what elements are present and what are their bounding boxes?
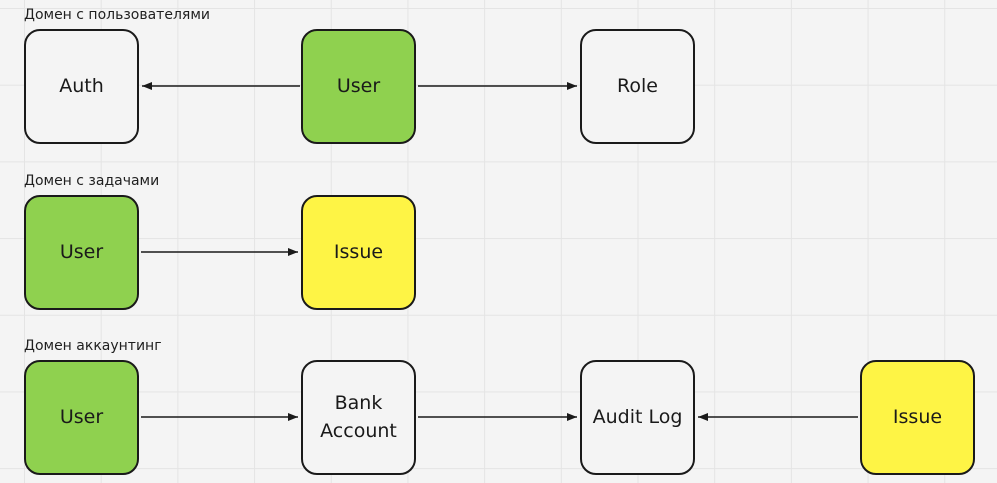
node-label: Issue [892,405,943,428]
node-role[interactable]: Role [580,29,695,144]
node-auth[interactable]: Auth [24,29,139,144]
node-label: Auth [59,74,104,97]
node-audit-log[interactable]: Audit Log [580,360,695,475]
node-user[interactable]: User [301,29,416,144]
node-label: User [59,405,104,428]
domain-label-users: Домен с пользователями [24,7,210,23]
node-user[interactable]: User [24,195,139,310]
node-issue[interactable]: Issue [301,195,416,310]
node-issue[interactable]: Issue [860,360,975,475]
node-bank-account[interactable]: Bank Account [301,360,416,475]
domain-label-accounting: Домен аккаунтинг [24,338,162,354]
node-label: User [59,240,104,263]
domain-label-tasks: Домен с задачами [24,173,160,189]
node-label: Issue [333,240,384,263]
node-label: Bank Account [320,391,397,442]
node-user[interactable]: User [24,360,139,475]
node-label: Audit Log [592,405,683,428]
node-label: Role [617,74,658,97]
node-label: User [336,74,381,97]
